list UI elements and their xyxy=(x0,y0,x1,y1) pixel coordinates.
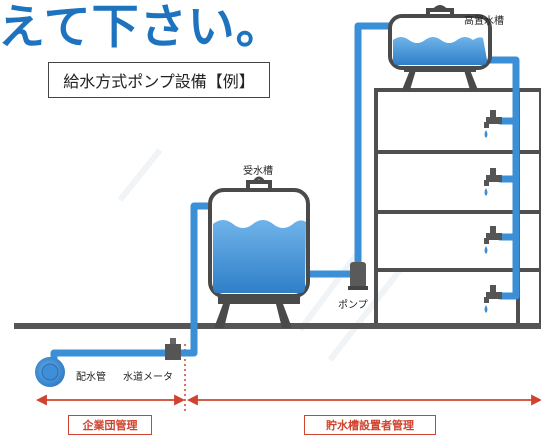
scope-label-right: 貯水槽設置者管理 xyxy=(304,415,436,435)
distribution-pipe-icon xyxy=(35,357,65,387)
scope-arrows xyxy=(35,394,541,406)
diagram-title: 給水方式ポンプ設備【例】 xyxy=(48,62,270,98)
background-decoration xyxy=(117,148,403,362)
elevated-tank-icon xyxy=(388,5,492,90)
faucet-icon xyxy=(484,168,502,196)
faucet-icon xyxy=(484,110,502,138)
faucet-icon xyxy=(484,226,502,254)
page-heading: えて下さい。 xyxy=(0,0,284,55)
pump-label: ポンプ xyxy=(338,300,368,311)
receiving-tank-icon xyxy=(208,176,310,328)
faucet-icon xyxy=(484,285,502,313)
water-meter-icon xyxy=(165,338,181,360)
receiving-tank-label: 受水槽 xyxy=(243,166,273,177)
pump-icon xyxy=(348,262,368,290)
scope-label-left: 企業団管理 xyxy=(68,415,152,435)
water-meter-label: 水道メータ xyxy=(123,372,173,383)
elevated-tank-label: 高置水槽 xyxy=(464,16,504,27)
distribution-pipe-label: 配水管 xyxy=(76,372,106,383)
